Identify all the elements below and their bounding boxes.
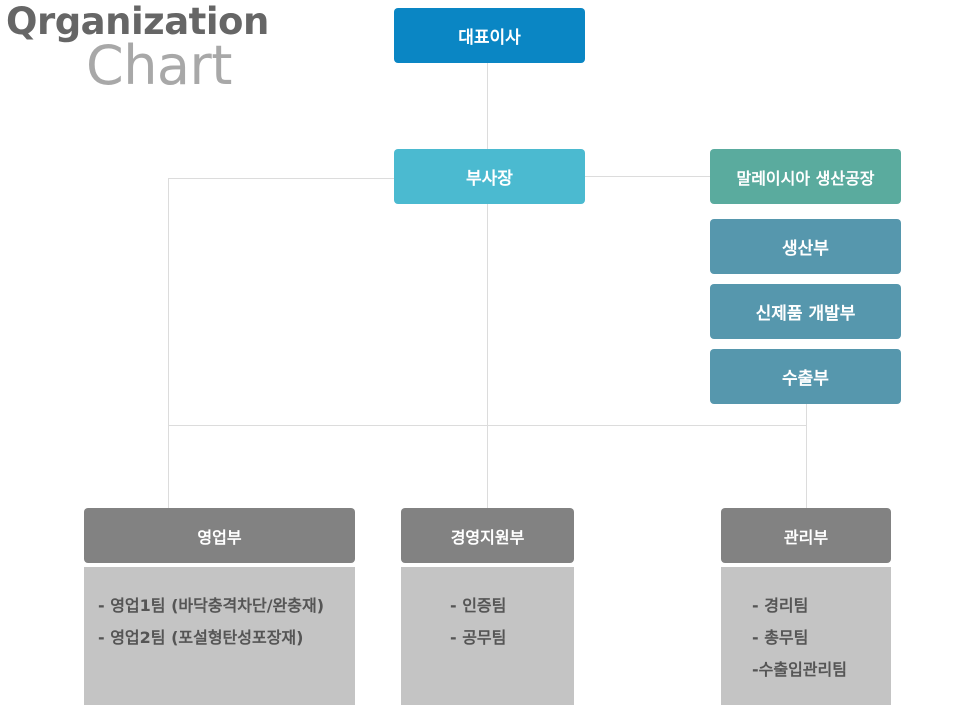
- new-product-dev-dept-box: 신제품 개발부: [710, 284, 901, 339]
- connector-left-vertical: [168, 178, 169, 509]
- connector-vp-left: [168, 178, 395, 179]
- connector-vp-right: [584, 176, 711, 177]
- team-item: - 경리팀: [752, 596, 809, 615]
- connector-horizontal-bus: [168, 425, 807, 426]
- connector-center-vertical: [487, 203, 488, 509]
- administration-teams-panel: - 경리팀 - 총무팀 -수출입관리팀: [721, 567, 891, 705]
- connector-ceo-vp: [487, 62, 488, 150]
- team-item: - 인증팀: [450, 596, 507, 615]
- title-line-1: Qrganization: [6, 0, 269, 43]
- sales-teams-panel: - 영업1팀 (바닥충격차단/완충재) - 영업2팀 (포설형탄성포장재): [84, 567, 355, 705]
- team-item: - 영업1팀 (바닥충격차단/완충재): [98, 596, 325, 615]
- export-dept-box: 수출부: [710, 349, 901, 404]
- production-dept-box: 생산부: [710, 219, 901, 274]
- team-item: - 영업2팀 (포설형탄성포장재): [98, 628, 304, 647]
- sales-dept-box: 영업부: [84, 508, 355, 563]
- connector-right-vertical: [806, 403, 807, 509]
- team-item: - 공무팀: [450, 628, 507, 647]
- administration-dept-box: 관리부: [721, 508, 891, 563]
- team-item: - 총무팀: [752, 628, 809, 647]
- title-line-2: Chart: [86, 34, 232, 97]
- team-item: -수출입관리팀: [752, 660, 847, 679]
- vice-president-box: 부사장: [394, 149, 585, 204]
- management-support-teams-panel: - 인증팀 - 공무팀: [401, 567, 574, 705]
- ceo-box: 대표이사: [394, 8, 585, 63]
- malaysia-plant-box: 말레이시아 생산공장: [710, 149, 901, 204]
- management-support-dept-box: 경영지원부: [401, 508, 574, 563]
